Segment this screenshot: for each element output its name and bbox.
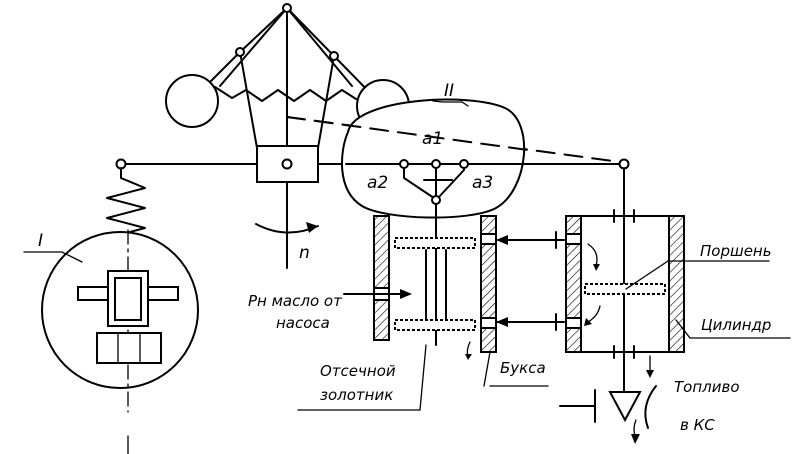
detail-two-leader (432, 100, 469, 107)
label-fuel-line1: Топливо (674, 378, 740, 396)
drain-arrowhead (465, 354, 472, 360)
label-oil-line2: насоса (276, 314, 330, 332)
valve-leader (297, 344, 427, 411)
label-a1: a1 (422, 129, 443, 149)
label-cylinder: Цилиндр (701, 316, 771, 334)
pivot-right (329, 51, 339, 61)
oil-inlet-arrow (343, 289, 412, 299)
port-lower (480, 317, 497, 329)
label-valve-line1: Отсечной (320, 362, 396, 380)
dashed-in-detail (286, 116, 529, 151)
lock-nut (96, 332, 162, 364)
label-oil-line1: Pн масло от (248, 292, 343, 310)
point-valve-rod (431, 195, 441, 205)
flow-arrowhead-bottom (584, 318, 592, 326)
governor-spring (214, 86, 357, 102)
cylinder-wall-right (668, 215, 685, 353)
cyl-port-lower (565, 317, 582, 329)
pivot-top (282, 3, 292, 13)
detail-one-leader (23, 251, 83, 263)
detail-one (23, 229, 199, 454)
label-fuel-line2: в КС (680, 416, 715, 434)
point-a1 (431, 159, 441, 169)
flyweight-left (165, 74, 219, 128)
fuel-flow-arrowhead (631, 434, 640, 444)
pivot-left (235, 47, 245, 57)
oil-arrowhead (400, 289, 412, 299)
upper-link-right (286, 7, 353, 87)
cyl-port-upper (565, 233, 582, 245)
fuel-needle (608, 391, 642, 423)
piston (584, 283, 666, 295)
point-a3 (459, 159, 469, 169)
label-valve-line2: золотник (320, 386, 393, 404)
label-bushing: Букса (500, 359, 546, 377)
label-a3: a3 (472, 173, 493, 193)
hydraulic-lines (495, 231, 565, 331)
label-roman-two: II (444, 81, 454, 101)
labels: I II a1 a2 a3 n Pн масло от насоса Отсеч… (38, 81, 772, 434)
detail-two-outline (340, 98, 526, 219)
rotation-arrowhead (306, 222, 318, 233)
drain-arrow (466, 341, 471, 357)
flow-arrow-bottom (587, 305, 601, 323)
flow-arrow-top (587, 243, 598, 267)
sleeve-pivot (281, 158, 293, 170)
label-n: n (299, 243, 310, 263)
upper-link-left (219, 7, 288, 87)
screw-core (114, 277, 142, 321)
fuel-valve (559, 385, 657, 444)
label-roman-one: I (38, 231, 43, 251)
cylinder-leader (675, 319, 791, 339)
line-lower-arrowhead (496, 317, 508, 327)
servo-cylinder (565, 167, 791, 396)
label-a2: a2 (367, 173, 388, 193)
lower-arm-left (239, 51, 258, 149)
label-piston: Поршень (700, 242, 772, 260)
port-upper (480, 233, 497, 245)
piston-leader-diag (625, 260, 669, 290)
flow-arrowhead-top (593, 264, 600, 271)
valve-wall-left (373, 215, 390, 341)
fuel-seat-right (644, 385, 657, 429)
cyl-drain-arrowhead (646, 370, 654, 378)
detail-two (286, 98, 529, 219)
line-upper-arrowhead (496, 235, 508, 245)
spool-land-bottom (394, 319, 476, 331)
spool-land-top (394, 237, 476, 249)
bushing-leader-tail (483, 351, 491, 387)
point-a2 (399, 159, 409, 169)
